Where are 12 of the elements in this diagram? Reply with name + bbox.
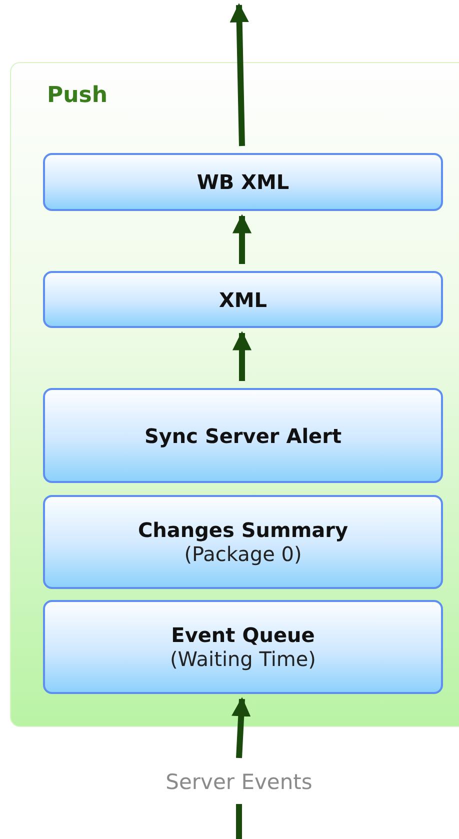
arrow — [232, 697, 251, 758]
arrow — [230, 3, 249, 146]
process-box: Event Queue (Waiting Time) — [43, 600, 443, 694]
arrow — [232, 331, 252, 381]
process-box: Sync Server Alert — [43, 388, 443, 483]
group-panel — [10, 62, 459, 727]
arrow — [232, 214, 252, 264]
event-source-label: Server Events — [129, 766, 349, 798]
group-title: Push — [47, 83, 108, 108]
process-box: XML — [43, 271, 443, 328]
process-box: Changes Summary (Package 0) — [43, 495, 443, 589]
process-box: WB XML — [43, 153, 443, 211]
